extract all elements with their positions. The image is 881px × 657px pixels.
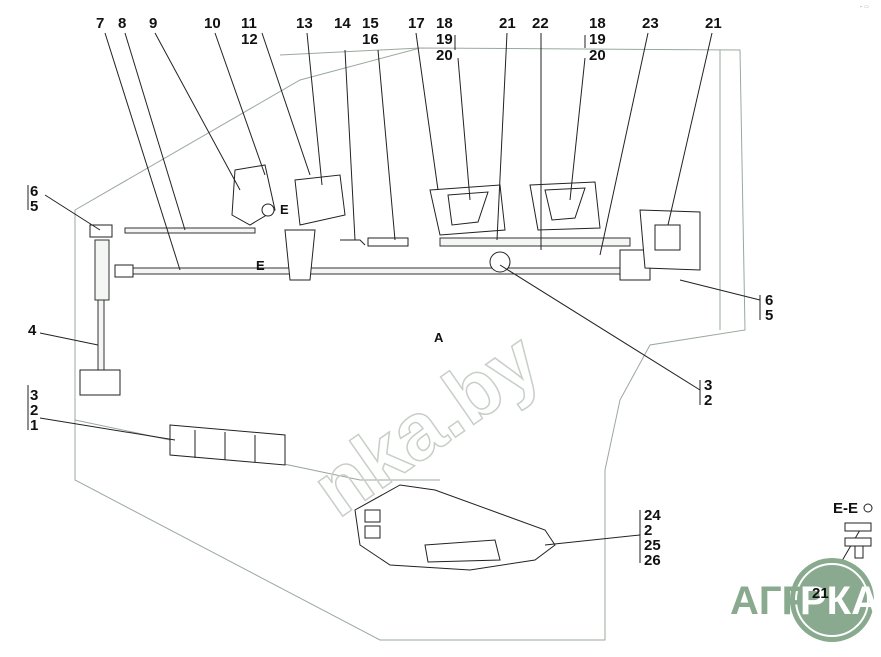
callout-2: 2 [644,522,652,539]
bracket-1 [169,424,286,466]
callout-21: 21 [499,15,516,32]
pedal-assembly [231,164,409,281]
callout-3: 3 [704,377,712,394]
callout-6: 6 [30,183,38,200]
callout-6: 6 [765,292,773,309]
callout-24: 24 [644,507,661,524]
callout-13: 13 [296,15,313,32]
callout-8: 8 [118,15,126,32]
boots [429,181,701,281]
callout-12: 12 [241,31,258,48]
section-label: E-E [833,500,858,517]
pad-24 [354,484,556,571]
callout-16: 16 [362,31,379,48]
callout-4: 4 [28,322,37,339]
callout-20: 20 [436,47,453,64]
linkage-rods [79,224,631,396]
callout-17: 17 [408,15,425,32]
callout-7: 7 [96,15,104,32]
callout-21: 21 [705,15,722,32]
section-mark: E [256,258,265,273]
view-label: A [434,330,444,345]
callout-18: 18 [589,15,606,32]
section-e-e [844,503,873,559]
callout-18: 18 [436,15,453,32]
corner-mark: ⌐ ▭ [860,4,869,10]
callout-25: 25 [644,537,661,554]
callout-21: 21 [812,585,829,602]
callout-5: 5 [30,198,38,215]
agro-logo: АГРО РКА [730,558,880,642]
callout-3: 3 [30,387,38,404]
callout-2: 2 [30,402,38,419]
callout-11: 11 [241,15,257,32]
callout-19: 19 [436,31,453,48]
callout-19: 19 [589,31,606,48]
logo-text-right: РКА [800,579,880,623]
callout-2: 2 [704,392,712,409]
callout-1: 1 [30,417,38,434]
callout-14: 14 [334,15,351,32]
logo-text-left: АГРО [730,579,839,623]
callout-20: 20 [589,47,606,64]
callout-23: 23 [642,15,659,32]
section-mark: E [280,202,289,217]
callout-5: 5 [765,307,773,324]
callout-26: 26 [644,552,661,569]
callout-22: 22 [532,15,549,32]
callout-10: 10 [204,15,221,32]
leader-lines [27,32,861,591]
callout-9: 9 [149,15,157,32]
callout-15: 15 [362,15,379,32]
callouts: 7 8 9 10 11 12 13 14 15 16 17 18 19 20 2… [28,15,829,602]
